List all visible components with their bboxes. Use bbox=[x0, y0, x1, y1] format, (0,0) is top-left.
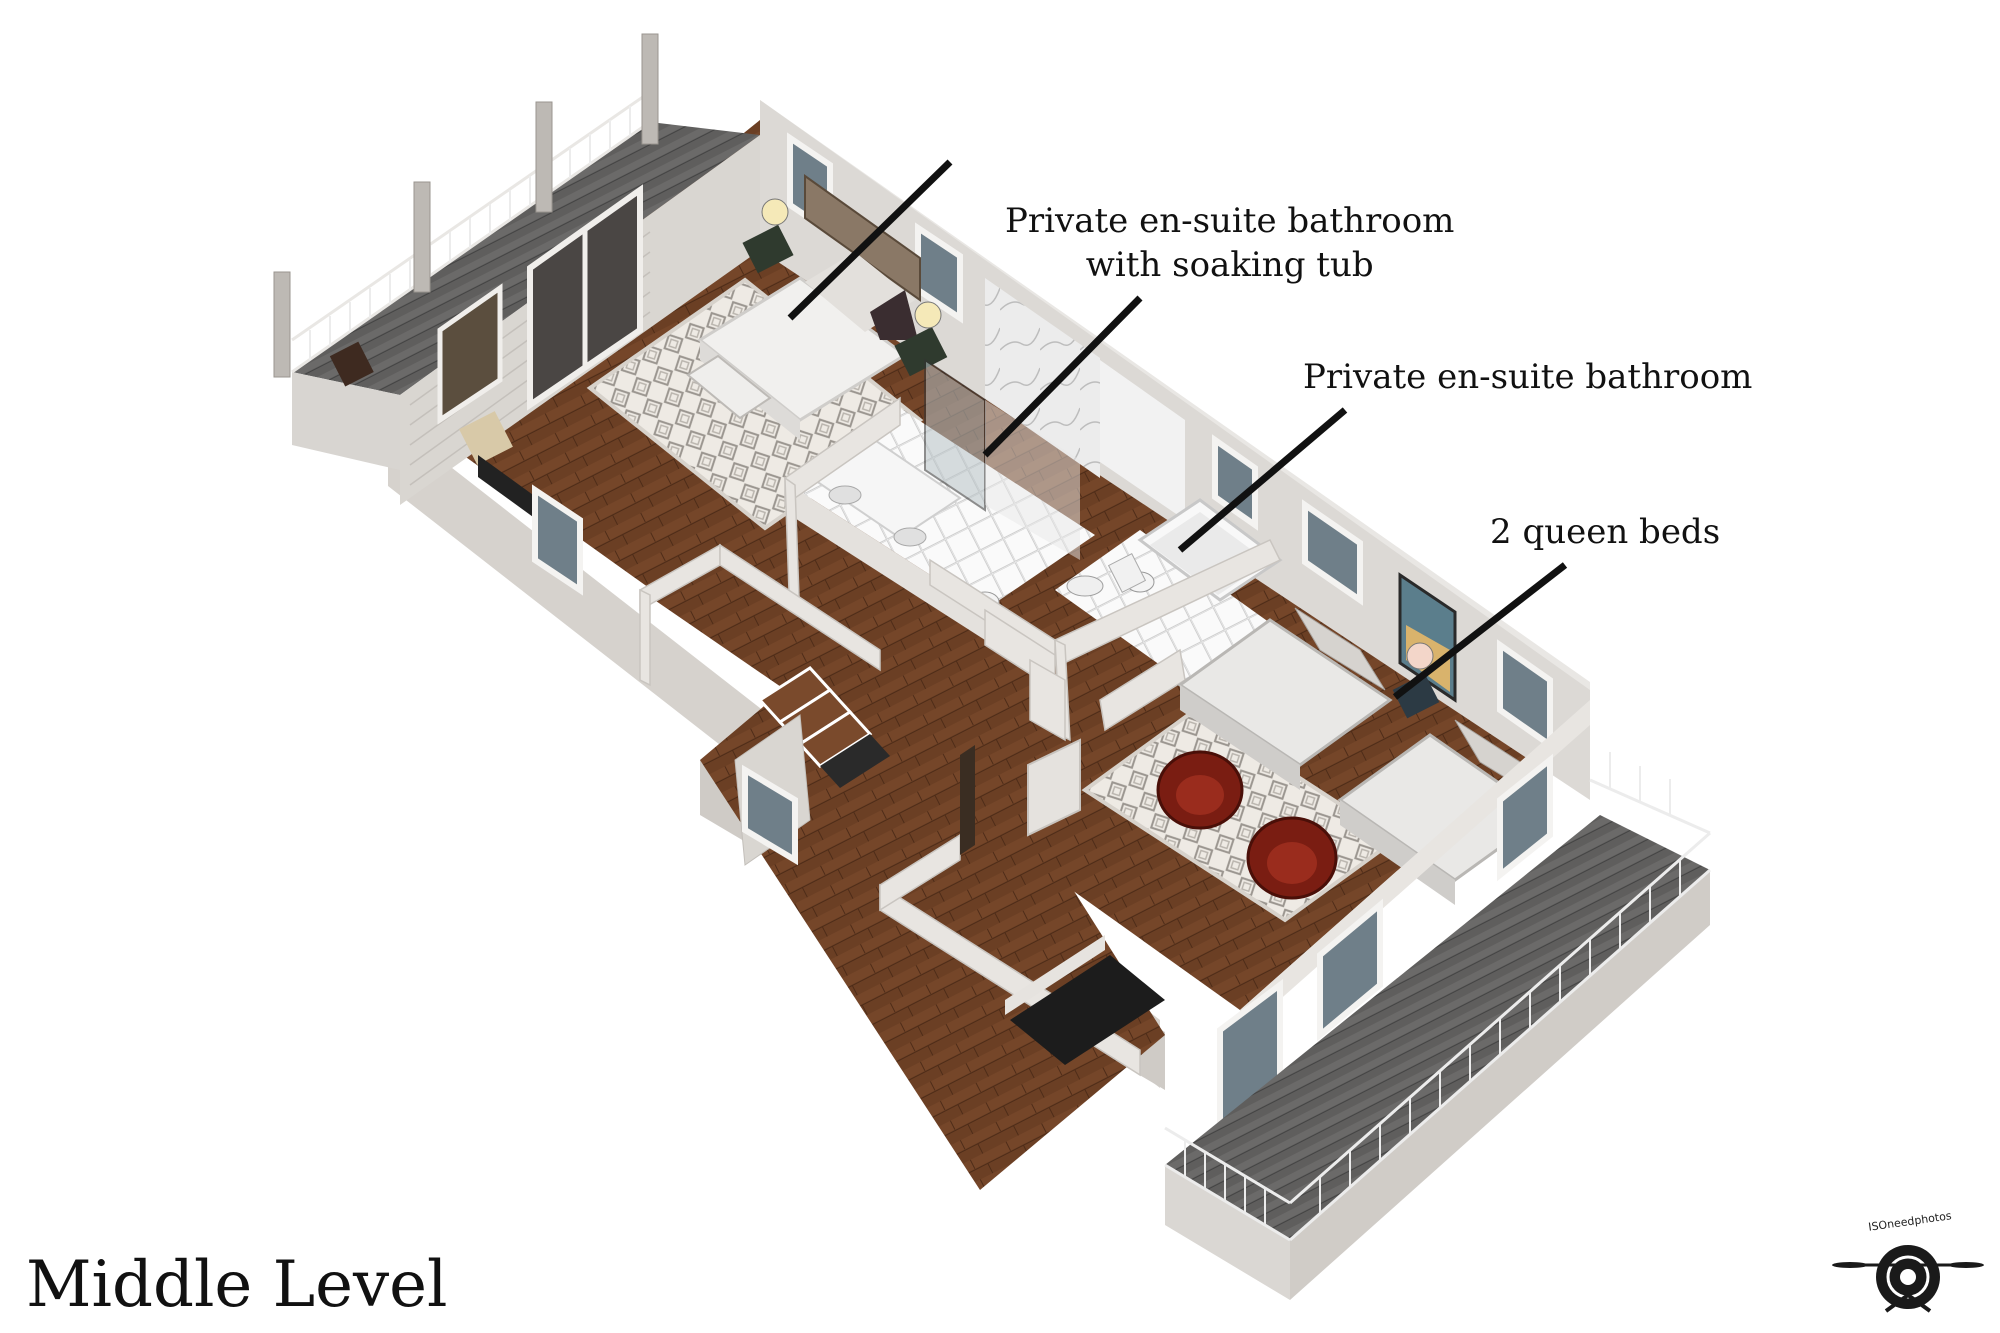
callout-master-bath-line1: Private en-suite bathroom bbox=[1005, 201, 1455, 241]
callout-master-bath: Private en-suite bathroom with soaking t… bbox=[1005, 199, 1454, 287]
page-title: Middle Level bbox=[26, 1248, 448, 1322]
master-bedroom-leader bbox=[787, 159, 953, 321]
master-bath-leader bbox=[982, 295, 1143, 458]
front-living-room bbox=[532, 484, 1283, 1131]
callout-lines bbox=[787, 159, 1568, 700]
back-walls bbox=[400, 100, 1590, 800]
drone-icon bbox=[1832, 1245, 1984, 1313]
callout-queen-beds: 2 queen beds bbox=[1490, 512, 1721, 552]
callout-master-bath-line2: with soaking tub bbox=[1085, 245, 1374, 285]
queen-bed-1 bbox=[1177, 618, 1393, 767]
queen-beds-leader bbox=[1392, 562, 1568, 700]
second-bath-leader bbox=[1177, 407, 1348, 553]
callout-second-bath: Private en-suite bathroom bbox=[1303, 357, 1753, 397]
lower-deck bbox=[1164, 752, 1711, 1300]
watermark-logo: ISOneedphotos bbox=[1828, 1209, 1988, 1325]
master-bathroom bbox=[790, 358, 1095, 640]
queen-bedroom bbox=[1081, 607, 1590, 1042]
